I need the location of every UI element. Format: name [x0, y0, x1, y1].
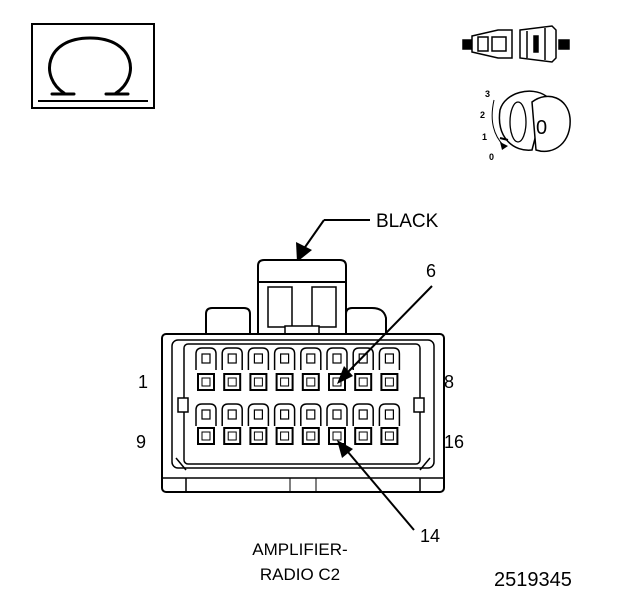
pin-terminal-16 [380, 427, 399, 445]
ignition-position-1: 1 [482, 132, 488, 142]
pin-cavity-latch [195, 347, 217, 370]
pin-terminal-inner [253, 377, 263, 387]
pin-terminal-inner [227, 431, 237, 441]
pin-cavity-tab [358, 353, 368, 364]
pin-cavity-latch [273, 347, 296, 370]
pin-terminal-3 [249, 373, 268, 391]
pin-cavity-latch [221, 347, 243, 370]
pin-terminal-inner [306, 431, 316, 441]
pin-terminal-inner [201, 431, 211, 441]
pin-cavity-latch [326, 403, 348, 426]
connector-unplugged-icon [462, 25, 570, 63]
pin-terminal-inner [280, 377, 290, 387]
pin-terminal-12 [275, 427, 294, 445]
pin-cavity-latch [326, 347, 348, 370]
pin-terminal-inner [201, 377, 211, 387]
pin-cavity-latch [352, 403, 374, 426]
pin-cavity-latch [378, 347, 401, 370]
pin-terminal-inner [384, 377, 394, 387]
pin-cavity-latch [273, 403, 296, 426]
pin-cavity-tab [332, 409, 342, 420]
pin-cavity-tab [201, 353, 211, 364]
connector-name-line2: RADIO C2 [259, 565, 341, 584]
ignition-position-0: 0 [489, 152, 495, 162]
pin-terminal-inner [280, 431, 290, 441]
pin-terminal-inner [358, 431, 368, 441]
pin-terminal-inner [227, 377, 237, 387]
pin-terminal-11 [249, 427, 268, 445]
pin-terminal-inner [384, 431, 394, 441]
pin-cavity-tab [306, 353, 316, 364]
pin-terminal-inner [306, 377, 316, 387]
pin-cavity-latch [247, 403, 270, 426]
figure-number: 2519345 [494, 569, 572, 591]
pin-cavity-tab [332, 353, 342, 364]
pin-cavity-tab [201, 409, 211, 420]
pin-label-bottom-right: 16 [444, 432, 465, 452]
pin-terminal-13 [301, 427, 320, 445]
pin-cavity-tab [384, 353, 394, 364]
ohm-icon [31, 23, 155, 109]
pin-cavity-tab [384, 409, 394, 420]
pin-terminal-1 [197, 373, 215, 391]
pin-label-top-left: 1 [138, 372, 149, 392]
wire-color-leader [296, 219, 370, 262]
pin-cavity-latch [221, 403, 243, 426]
pin-terminal-2 [223, 373, 242, 391]
key-position-marker [500, 142, 508, 150]
pin-cavity-latch [352, 347, 374, 370]
pin-terminal-10 [223, 427, 242, 445]
pin-terminal-15 [354, 427, 373, 445]
pin-cavity-latch [300, 403, 322, 426]
pin-terminal-4 [275, 373, 294, 391]
pin-cavity-latch [195, 403, 217, 426]
wire-color-label: BLACK [376, 211, 439, 232]
pin-cavity-tab [280, 409, 290, 420]
pin-cavity-tab [280, 353, 290, 364]
pin-terminal-7 [354, 373, 373, 391]
pin-callout-bottom: 14 [420, 526, 441, 546]
ignition-position-3: 3 [485, 89, 491, 99]
callout-leaders [337, 285, 433, 531]
ignition-position-2: 2 [480, 110, 486, 120]
pin-cavity-tab [358, 409, 368, 420]
pin-label-top-right: 8 [444, 372, 455, 392]
pin-cavity-latch [247, 347, 270, 370]
pin-cavities [195, 347, 401, 445]
pin-cavity-tab [306, 409, 316, 420]
pin-cavity-latch [300, 347, 322, 370]
connector-name-line1: AMPLIFIER- [252, 540, 348, 559]
pin-terminal-inner [358, 377, 368, 387]
pin-callout-top: 6 [426, 261, 437, 281]
ignition-key-icon [491, 90, 571, 153]
pin-cavity-tab [227, 409, 237, 420]
pin-cavity-tab [227, 353, 237, 364]
pin-terminal-5 [301, 373, 320, 391]
pin-terminal-inner [253, 431, 263, 441]
pin-label-bottom-left: 9 [136, 432, 147, 452]
pin-terminal-14 [328, 427, 346, 445]
ignition-key-label: 0 [536, 117, 548, 139]
pin-cavity-tab [253, 409, 263, 420]
pin-cavity-tab [253, 353, 263, 364]
pin-cavity-latch [378, 403, 401, 426]
pin-terminal-8 [380, 373, 399, 391]
pin-terminal-9 [197, 427, 215, 445]
